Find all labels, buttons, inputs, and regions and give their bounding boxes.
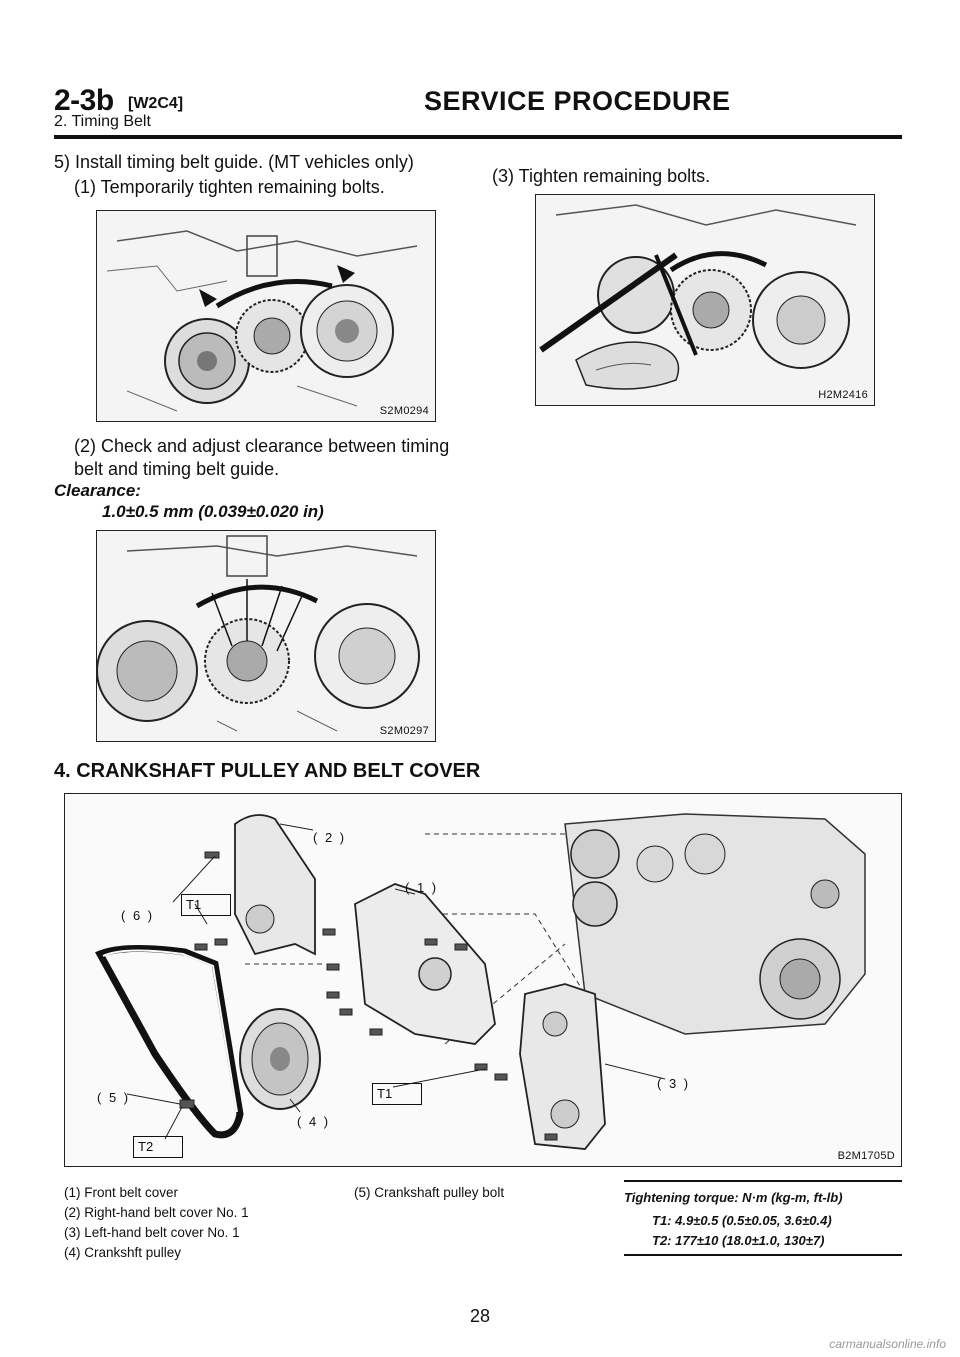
engine-illustration-3 — [536, 195, 874, 405]
clearance-value: 1.0±0.5 mm (0.039±0.020 in) — [102, 502, 324, 521]
figure-clearance-check: S2M0297 — [96, 530, 436, 742]
section-name: 2. Timing Belt — [54, 113, 151, 130]
callout-5: ( 5 ) — [97, 1090, 131, 1105]
clearance-label: Clearance: — [54, 481, 141, 500]
figure-tighten-bolts: H2M2416 — [535, 194, 875, 406]
section-4-title: 4. CRANKSHAFT PULLEY AND BELT COVER — [54, 760, 481, 782]
legend-item: (2) Right-hand belt cover No. 1 — [64, 1205, 249, 1220]
legend-right: (5) Crankshaft pulley bolt — [354, 1183, 504, 1203]
step-5-1: (1) Temporarily tighten remaining bolts. — [74, 177, 385, 197]
step-5-3: (3) Tighten remaining bolts. — [492, 166, 711, 186]
step-5-2-line1: (2) Check and adjust clearance between t… — [74, 436, 450, 456]
page-number: 28 — [469, 1306, 491, 1326]
legend-item: (3) Left-hand belt cover No. 1 — [64, 1225, 240, 1240]
callout-3: ( 3 ) — [657, 1076, 691, 1091]
legend-item: (4) Crankshft pulley — [64, 1245, 182, 1260]
callout-4: ( 4 ) — [297, 1114, 331, 1129]
exploded-view-illustration — [65, 794, 901, 1166]
torque-tag-t1-lower: T1 — [372, 1083, 422, 1105]
step-5: 5) Install timing belt guide. (MT vehicl… — [54, 152, 414, 172]
callout-1: ( 1 ) — [405, 880, 439, 895]
torque-tag-t2: T2 — [133, 1136, 183, 1158]
callout-2: ( 2 ) — [313, 830, 347, 845]
watermark-footer[interactable]: carmanualsonline.info — [829, 1337, 946, 1351]
legend-item: (5) Crankshaft pulley bolt — [354, 1185, 505, 1200]
step-5-2-line2: belt and timing belt guide. — [74, 459, 280, 479]
torque-t1: T1: 4.9±0.5 (0.5±0.05, 3.6±0.4) — [652, 1213, 832, 1228]
figure-belt-guide-temp: S2M0294 — [96, 210, 436, 422]
tightening-torque-box: Tightening torque: N·m (kg-m, ft-lb) T1:… — [624, 1180, 902, 1256]
section-subcode: [W2C4] — [128, 95, 184, 112]
engine-illustration-1 — [97, 211, 435, 421]
torque-tag-t1-upper: T1 — [181, 894, 231, 916]
figure-code: S2M0297 — [379, 725, 429, 737]
page-title: SERVICE PROCEDURE — [424, 86, 731, 116]
torque-box-bottom-rule — [624, 1254, 902, 1256]
header-rule — [54, 135, 902, 139]
engine-illustration-2 — [97, 531, 435, 741]
section-code: 2-3b — [54, 84, 114, 117]
figure-code: H2M2416 — [818, 389, 868, 401]
figure-code: B2M1705D — [837, 1150, 895, 1162]
legend-left: (1) Front belt cover (2) Right-hand belt… — [64, 1183, 249, 1263]
torque-box-top-rule — [624, 1180, 902, 1182]
torque-t2: T2: 177±10 (18.0±1.0, 130±7) — [652, 1233, 825, 1248]
figure-code: S2M0294 — [379, 405, 429, 417]
figure-exploded-belt-cover: ( 2 ) ( 1 ) ( 6 ) ( 3 ) ( 5 ) ( 4 ) T1 T… — [64, 793, 902, 1167]
torque-title: Tightening torque: N·m (kg-m, ft-lb) — [624, 1190, 843, 1205]
callout-6: ( 6 ) — [121, 908, 155, 923]
legend-item: (1) Front belt cover — [64, 1185, 179, 1200]
